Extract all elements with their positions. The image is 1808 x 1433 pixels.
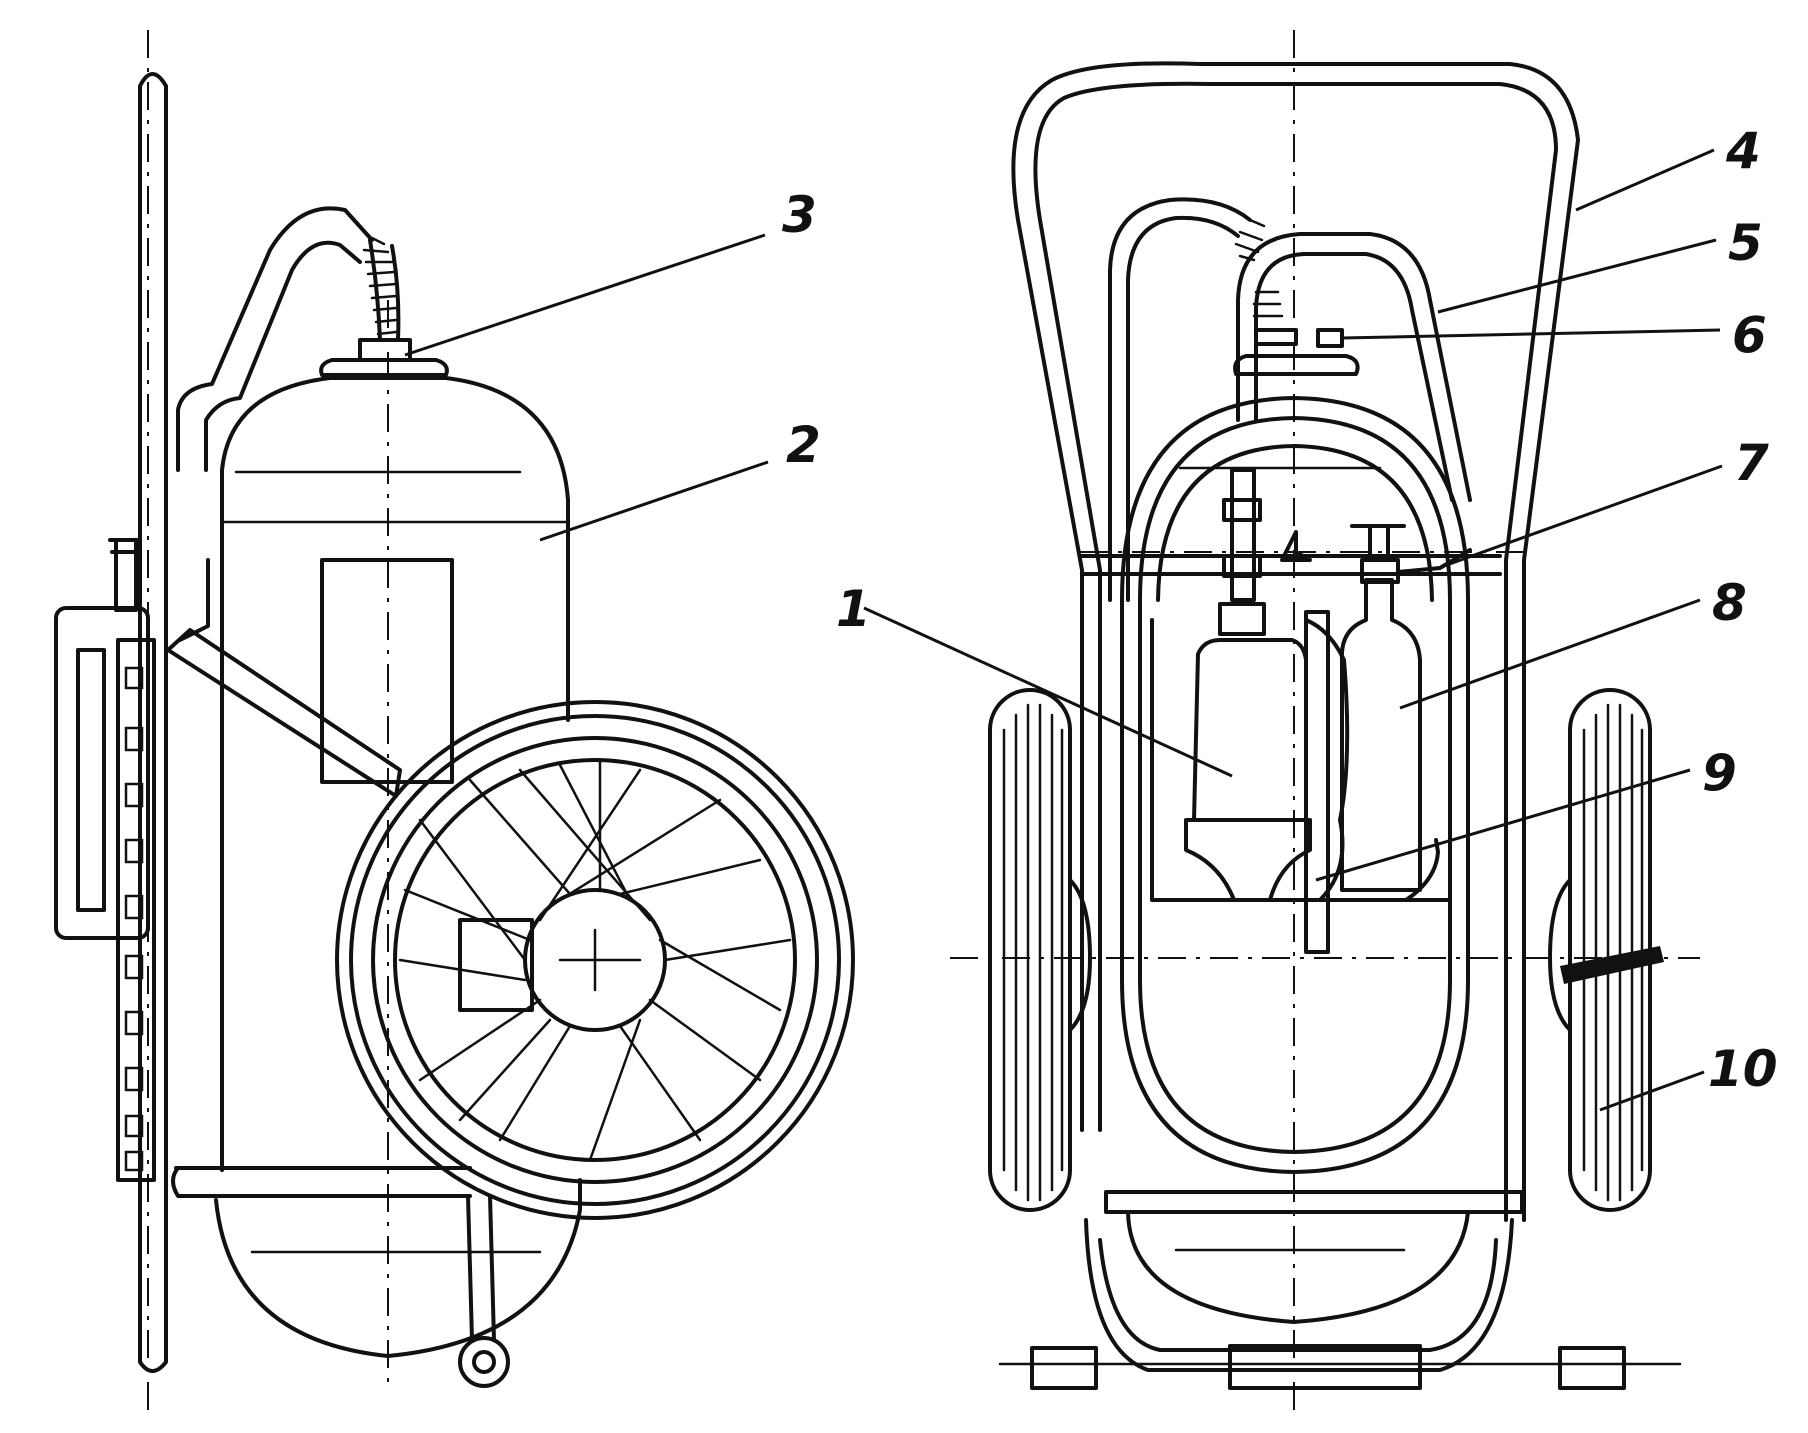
leader-8 (1399, 598, 1701, 710)
leader-7 (1443, 464, 1723, 568)
side-brace (166, 628, 402, 798)
side-tank-label-plate (320, 558, 454, 784)
front-frame-4 (1011, 61, 1580, 1222)
side-gas-cylinder (54, 538, 156, 1182)
side-rack-strip (116, 638, 156, 1182)
side-view (54, 30, 855, 1410)
front-valve-6 (1233, 290, 1360, 376)
side-tank-2 (171, 376, 582, 1358)
side-valve-3 (319, 338, 449, 377)
front-tank (1078, 396, 1502, 1174)
callout-3: 3 (782, 186, 817, 244)
side-hose (176, 206, 401, 472)
front-lever-9 (1304, 610, 1330, 954)
front-frame-5 (1108, 197, 1472, 602)
side-rear-leg (458, 1194, 510, 1388)
callout-1: 1 (836, 580, 871, 638)
side-wheel (335, 700, 855, 1220)
callout-4: 4 (1725, 122, 1761, 180)
callout-6: 6 (1732, 306, 1767, 364)
leader-4 (1575, 148, 1715, 212)
callouts: 3 2 4 5 6 7 8 9 10 1 (404, 122, 1778, 1112)
front-axle-clamp (1560, 946, 1664, 984)
callout-7: 7 (1734, 434, 1769, 492)
front-cylinder-8 (1280, 524, 1472, 902)
front-cartridge-1 (1184, 468, 1312, 902)
callout-9: 9 (1702, 744, 1737, 802)
callout-10: 10 (1708, 1040, 1778, 1098)
callout-5: 5 (1728, 214, 1763, 272)
front-tire-left (988, 688, 1092, 1212)
leader-5 (1437, 238, 1717, 314)
front-view (950, 30, 1700, 1412)
callout-2: 2 (786, 416, 821, 474)
leader-2 (539, 460, 769, 542)
leader-1 (863, 606, 1233, 778)
leader-3 (404, 233, 766, 357)
side-handle-bar (138, 72, 168, 1373)
callout-8: 8 (1712, 574, 1747, 632)
front-tire-10 (1548, 688, 1664, 1212)
leader-9 (1315, 768, 1691, 882)
leader-6 (1341, 328, 1721, 340)
front-base (998, 1190, 1682, 1390)
side-brace-joint (178, 558, 210, 642)
leader-10 (1599, 1070, 1705, 1112)
